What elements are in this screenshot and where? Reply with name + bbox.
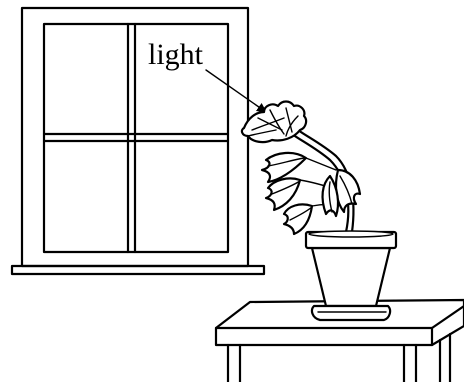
- pot-soil: [309, 231, 393, 237]
- plant-leaves: [262, 153, 360, 234]
- flower-pot: [306, 231, 396, 320]
- pot-body: [312, 248, 390, 306]
- window: [12, 8, 264, 274]
- pot-saucer: [312, 306, 390, 320]
- leaf-lower-left: [284, 204, 312, 234]
- leaf-upper-left: [262, 153, 306, 182]
- light-label: light: [148, 38, 204, 71]
- window-sill: [12, 266, 264, 274]
- light-arrow: [206, 70, 266, 112]
